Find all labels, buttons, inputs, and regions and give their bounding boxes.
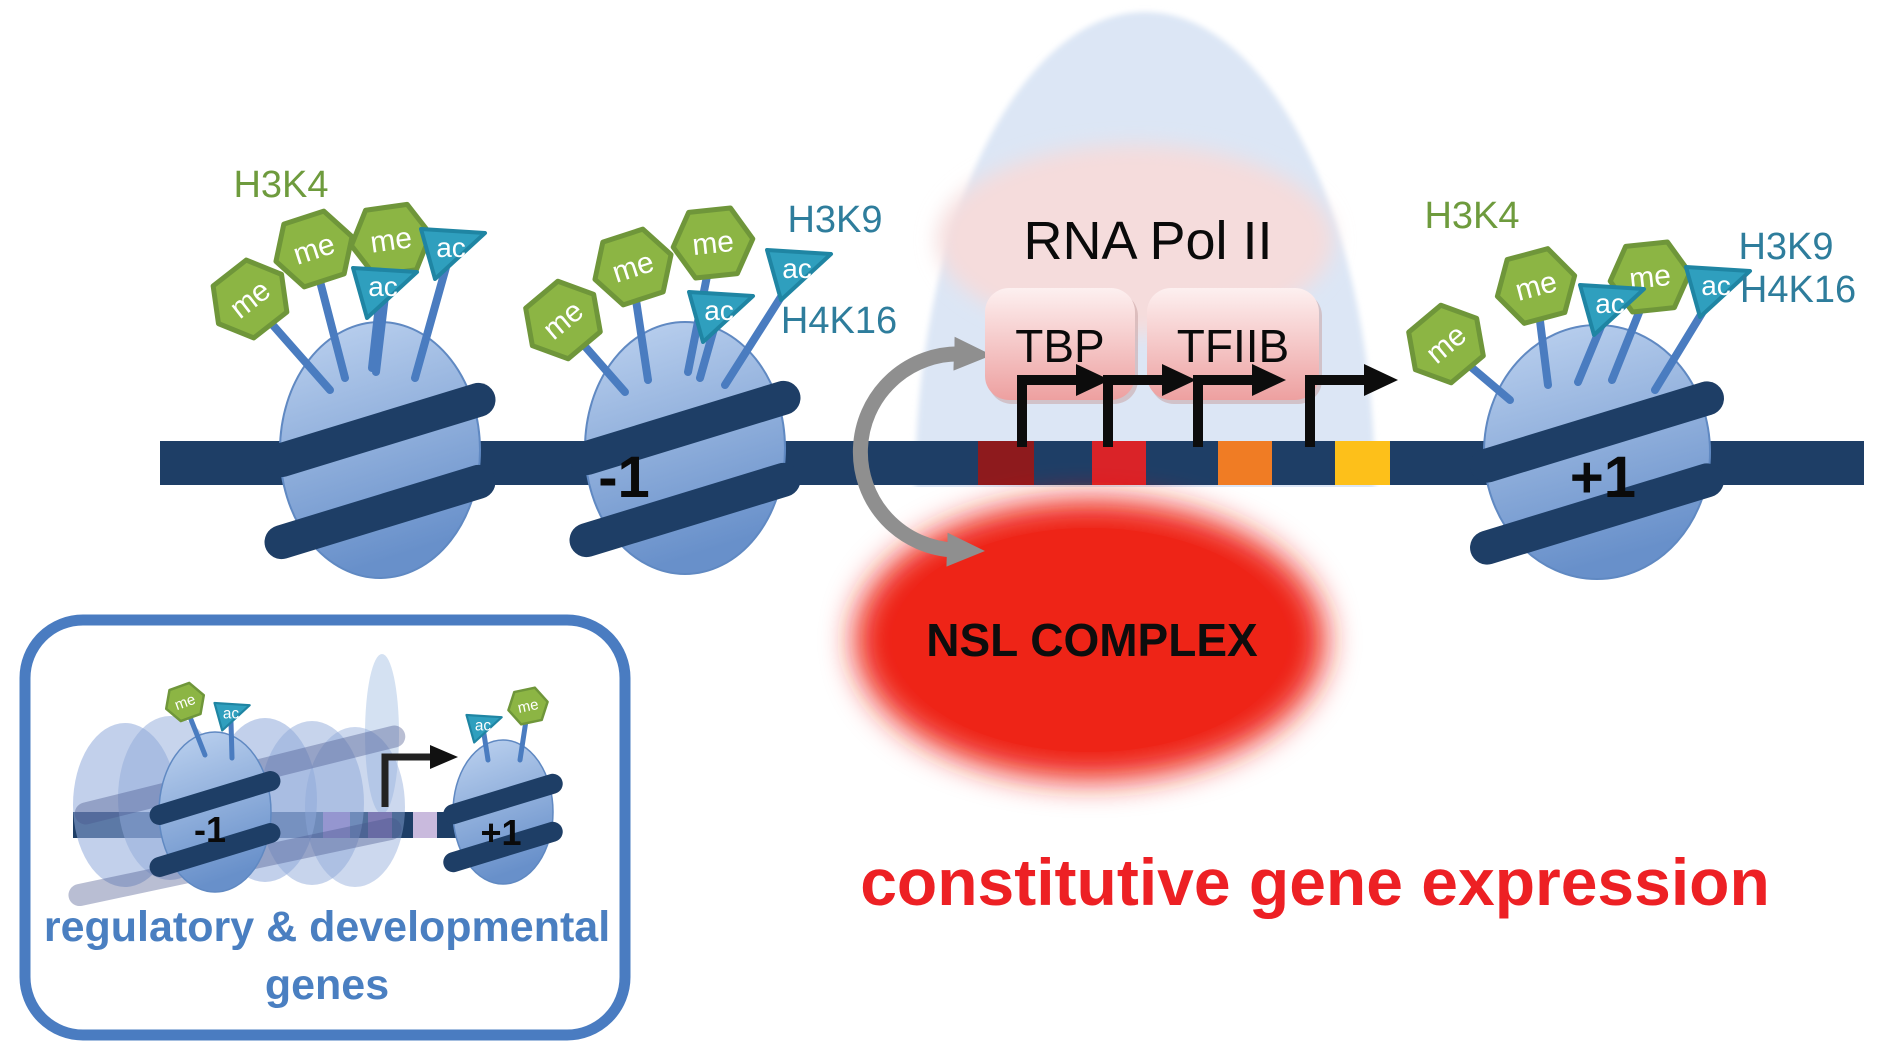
inset-nucleosome-minus-one: -1 bbox=[149, 731, 281, 893]
acetyl-mark: ac bbox=[765, 248, 833, 302]
label-h3k4-left: H3K4 bbox=[233, 164, 328, 206]
svg-text:me: me bbox=[172, 691, 197, 714]
label-h3k9-right: H3K9 bbox=[1738, 226, 1833, 268]
tfiib-label: TFIIB bbox=[1177, 320, 1289, 372]
transcription-start-arrows bbox=[1017, 364, 1398, 447]
methyl-mark: me bbox=[1394, 293, 1498, 395]
methyl-mark: me bbox=[670, 206, 756, 280]
acetyl-mark: ac bbox=[1578, 283, 1646, 337]
svg-text:ac: ac bbox=[475, 717, 492, 734]
svg-text:ac: ac bbox=[436, 232, 466, 263]
acetyl-mark: ac bbox=[465, 713, 503, 744]
constitutive-caption: constitutive gene expression bbox=[860, 845, 1770, 919]
svg-text:me: me bbox=[516, 696, 540, 717]
nsl-complex: NSL COMPLEX bbox=[855, 500, 1325, 780]
inset-histone-tail bbox=[228, 719, 235, 761]
acetyl-mark: ac bbox=[1684, 265, 1752, 319]
tbp-box: TBP bbox=[985, 288, 1138, 404]
svg-text:ac: ac bbox=[1701, 270, 1731, 301]
label-h4k16-right: H4K16 bbox=[1740, 269, 1856, 311]
svg-text:ac: ac bbox=[368, 271, 398, 302]
label-h4k16-left: H4K16 bbox=[781, 300, 897, 342]
inset-plus-one-label: +1 bbox=[480, 812, 521, 853]
inset-promoter-element-lavender bbox=[413, 812, 437, 838]
promoter-element-red bbox=[1092, 441, 1146, 485]
recruitment-double-arrow bbox=[853, 336, 992, 567]
svg-text:ac: ac bbox=[704, 295, 734, 326]
methyl-mark: me bbox=[1489, 244, 1583, 328]
methyl-mark: me bbox=[511, 269, 615, 371]
methyl-mark: me bbox=[503, 684, 553, 728]
nsl-complex-label: NSL COMPLEX bbox=[926, 614, 1258, 666]
svg-text:me: me bbox=[691, 225, 736, 262]
label-h3k9-left: H3K9 bbox=[787, 199, 882, 241]
inset-nucleosome-plus-one: +1 bbox=[443, 739, 563, 885]
nucleosome-plus-one: +1 bbox=[1470, 324, 1724, 580]
nucleosome-plus-one-label: +1 bbox=[1570, 445, 1636, 510]
rna-pol-body bbox=[937, 145, 1333, 335]
tfiib-box: TFIIB bbox=[1147, 288, 1322, 404]
promoter-element-darkred bbox=[978, 441, 1034, 485]
label-h3k4-right: H3K4 bbox=[1424, 195, 1519, 237]
inset-histone-tail bbox=[481, 731, 491, 763]
inset-regulatory-genes: -1 +1 me ac ac me bbox=[19, 614, 631, 1041]
inset-histone-tail bbox=[185, 709, 208, 758]
inset-transcription-start-arrow bbox=[381, 745, 458, 807]
acetyl-mark: ac bbox=[419, 227, 487, 281]
svg-text:ac: ac bbox=[223, 705, 240, 722]
acetyl-mark: ac bbox=[213, 701, 251, 732]
acetyl-mark: ac bbox=[351, 266, 419, 320]
methyl-mark: me bbox=[266, 205, 362, 292]
inset-pol-ghost bbox=[365, 654, 399, 814]
nucleosome-minus-one-label: -1 bbox=[598, 445, 650, 510]
methyl-mark: me bbox=[347, 202, 435, 278]
rna-pol-label: RNA Pol II bbox=[1023, 211, 1272, 271]
methyl-mark: me bbox=[585, 223, 681, 310]
svg-text:ac: ac bbox=[1595, 288, 1625, 319]
tbp-label: TBP bbox=[1015, 320, 1104, 372]
methyl-mark: me bbox=[198, 248, 302, 349]
inset-caption-line2: genes bbox=[265, 961, 389, 1009]
methyl-mark: me bbox=[159, 678, 211, 726]
svg-text:me: me bbox=[368, 221, 414, 259]
inset-promoter-element-darkpurple bbox=[368, 812, 392, 838]
svg-text:ac: ac bbox=[782, 253, 812, 284]
inset-caption-line1: regulatory & developmental bbox=[44, 903, 610, 951]
nucleosome-minus-one: -1 bbox=[569, 321, 801, 575]
promoter-element-yellow bbox=[1335, 441, 1390, 485]
inset-minus-one-label: -1 bbox=[194, 809, 226, 850]
acetyl-mark: ac bbox=[687, 290, 755, 344]
promoter-element-orange bbox=[1218, 441, 1272, 485]
